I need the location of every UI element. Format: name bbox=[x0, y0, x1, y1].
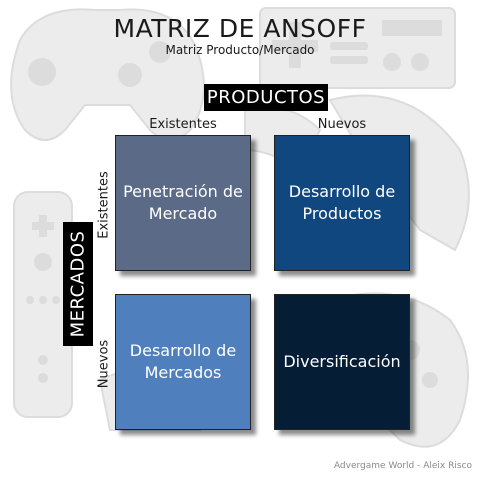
quadrant-text-line1: Penetración de bbox=[123, 181, 243, 201]
quadrant-text-line1: Diversificación bbox=[283, 351, 401, 371]
quadrant-text-line1: Desarrollo de bbox=[288, 181, 396, 201]
productos-label-text: PRODUCTOS bbox=[206, 87, 326, 108]
row-label-existentes: Existentes bbox=[92, 150, 116, 260]
productos-axis-label: PRODUCTOS bbox=[204, 84, 328, 111]
quadrant-penetracion-mercado: Penetración de Mercado bbox=[115, 135, 251, 271]
quadrant-text-line2: Mercado bbox=[148, 204, 218, 223]
row-label-nuevos: Nuevos bbox=[92, 314, 116, 414]
mercados-label-text: MERCADOS bbox=[67, 230, 89, 338]
mercados-axis-label: MERCADOS bbox=[63, 222, 93, 346]
quadrant-text-line2: Productos bbox=[302, 204, 382, 223]
row-label-nuevos-text: Nuevos bbox=[96, 339, 112, 389]
quadrant-desarrollo-mercados: Desarrollo de Mercados bbox=[115, 294, 251, 430]
quadrant-desarrollo-productos: Desarrollo de Productos bbox=[274, 135, 410, 271]
row-label-existentes-text: Existentes bbox=[96, 171, 112, 239]
quadrant-diversificacion: Diversificación bbox=[274, 294, 410, 430]
page-title: MATRIZ DE ANSOFF bbox=[113, 14, 367, 43]
quadrant-text-line1: Desarrollo de bbox=[129, 340, 237, 360]
quadrant-text-line2: Mercados bbox=[144, 363, 222, 382]
column-label-nuevos: Nuevos bbox=[317, 117, 367, 132]
column-label-existentes: Existentes bbox=[149, 117, 217, 132]
credit-text: Advergame World - Aleix Risco bbox=[333, 461, 472, 471]
page-subtitle: Matriz Producto/Mercado bbox=[165, 43, 315, 57]
